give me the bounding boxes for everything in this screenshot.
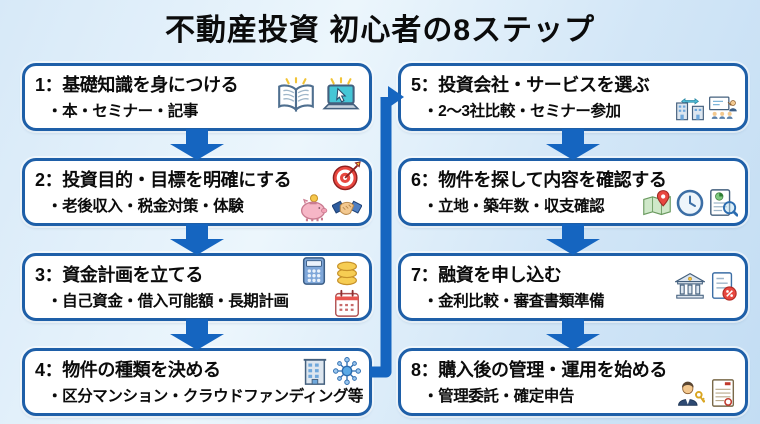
step-3-heading: 3：資金計画を立てる xyxy=(35,265,204,285)
down-arrow-2-3 xyxy=(170,224,224,255)
arrow-head xyxy=(546,334,600,350)
step-4-icons xyxy=(299,354,362,410)
icon-row xyxy=(275,77,362,115)
step-4-subtext: ・区分マンション・クラウドファンディング等 xyxy=(47,387,364,405)
icon-row xyxy=(675,271,738,301)
step-8-heading: 8：購入後の管理・運用を始める xyxy=(411,360,668,380)
arrow-stem xyxy=(186,224,208,239)
arrow-stem xyxy=(186,319,208,334)
step-1-icons xyxy=(275,69,362,125)
company-compare-icon xyxy=(675,93,705,123)
icon-row xyxy=(299,256,362,286)
calculator-icon xyxy=(299,256,329,286)
arrow-head xyxy=(170,334,224,350)
bank-icon xyxy=(675,271,705,301)
icon-row xyxy=(299,356,362,386)
step-6-heading: 6：物件を探して内容を確認する xyxy=(411,170,667,190)
step-8-subtext: ・管理委託・確定申告 xyxy=(423,387,575,405)
arrow-stem xyxy=(562,129,584,144)
arrow-head xyxy=(170,144,224,160)
tax-return-icon xyxy=(708,378,738,408)
arrow-stem xyxy=(562,319,584,334)
step-6-icons xyxy=(642,164,738,220)
down-arrow-7-8 xyxy=(546,319,600,350)
icon-row xyxy=(299,193,362,223)
open-book-icon xyxy=(275,77,317,115)
arrow-head xyxy=(546,144,600,160)
arrow-stem xyxy=(186,129,208,144)
connector-arrow-4-to-5 xyxy=(370,86,404,378)
coin-stack-icon xyxy=(332,256,362,286)
map-pin-icon xyxy=(642,188,672,218)
step-7-icons xyxy=(675,259,738,315)
step-7-subtext: ・金利比較・審査書類準備 xyxy=(423,292,605,310)
step-box-6: 6：物件を探して内容を確認する ・立地・築年数・収支確認 xyxy=(398,158,748,226)
arrow-head xyxy=(170,239,224,255)
step-2-heading: 2：投資目的・目標を明確にする xyxy=(35,170,292,190)
step-box-1: 1：基礎知識を身につける ・本・セミナー・記事 xyxy=(22,63,372,131)
icon-row xyxy=(332,161,362,191)
step-6-subtext: ・立地・築年数・収支確認 xyxy=(423,197,605,215)
step-2-subtext: ・老後収入・税金対策・体験 xyxy=(47,197,244,215)
step-1-heading: 1：基礎知識を身につける xyxy=(35,75,239,95)
step-5-heading: 5：投資会社・サービスを選ぶ xyxy=(411,75,650,95)
step-3-subtext: ・自己資金・借入可能額・長期計画 xyxy=(47,292,289,310)
network-icon xyxy=(332,356,362,386)
step-5-subtext: ・2～3社比較・セミナー参加 xyxy=(423,102,621,120)
icon-row xyxy=(675,378,738,408)
step-3-icons xyxy=(299,256,362,318)
icon-row xyxy=(642,188,738,218)
piggy-bank-icon xyxy=(299,193,329,223)
handshake-icon xyxy=(332,193,362,223)
step-box-2: 2：投資目的・目標を明確にする ・老後収入・税金対策・体験 xyxy=(22,158,372,226)
step-box-3: 3：資金計画を立てる ・自己資金・借入可能額・長期計画 xyxy=(22,253,372,321)
step-box-5: 5：投資会社・サービスを選ぶ ・2～3社比較・セミナー参加 xyxy=(398,63,748,131)
down-arrow-6-7 xyxy=(546,224,600,255)
interest-doc-icon xyxy=(708,271,738,301)
arrow-stem xyxy=(562,224,584,239)
step-2-icons xyxy=(299,161,362,223)
step-box-4: 4：物件の種類を決める ・区分マンション・クラウドファンディング等 xyxy=(22,348,372,416)
seminar-icon xyxy=(708,93,738,123)
step-5-icons xyxy=(675,69,738,125)
icon-row xyxy=(675,93,738,123)
step-7-heading: 7：融資を申し込む xyxy=(411,265,562,285)
step-8-icons xyxy=(675,354,738,410)
step-1-subtext: ・本・セミナー・記事 xyxy=(47,102,199,120)
icon-row xyxy=(332,288,362,318)
laptop-cursor-icon xyxy=(320,77,362,115)
building-icon xyxy=(299,356,329,386)
step-box-8: 8：購入後の管理・運用を始める ・管理委託・確定申告 xyxy=(398,348,748,416)
manager-keys-icon xyxy=(675,378,705,408)
down-arrow-5-6 xyxy=(546,129,600,160)
down-arrow-1-2 xyxy=(170,129,224,160)
step-4-heading: 4：物件の種類を決める xyxy=(35,360,221,380)
step-box-7: 7：融資を申し込む ・金利比較・審査書類準備 xyxy=(398,253,748,321)
page-title: 不動産投資 初心者の8ステップ xyxy=(164,14,596,47)
clock-icon xyxy=(675,188,705,218)
down-arrow-3-4 xyxy=(170,319,224,350)
target-dart-icon xyxy=(332,161,362,191)
arrow-head xyxy=(546,239,600,255)
calendar-icon xyxy=(332,288,362,318)
report-search-icon xyxy=(708,188,738,218)
